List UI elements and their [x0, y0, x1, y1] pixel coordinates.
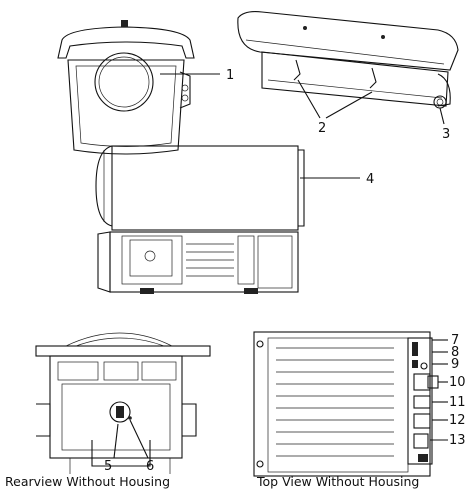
front-view-housing	[57, 20, 195, 155]
callout-9: 9	[451, 357, 459, 372]
callout-8: 8	[451, 345, 459, 360]
callout-2: 2	[318, 121, 326, 136]
callout-10: 10	[449, 375, 466, 390]
callout-6: 6	[146, 459, 154, 474]
caption-rearview: Rearview Without Housing	[5, 474, 170, 489]
callout-5: 5	[104, 459, 112, 474]
callout-3: 3	[442, 127, 450, 142]
callout-4: 4	[366, 172, 374, 187]
callout-1: 1	[226, 68, 234, 83]
leader-lines	[113, 73, 448, 459]
callout-12: 12	[449, 413, 466, 428]
side-view-housing	[237, 11, 459, 109]
top-view-without-housing	[253, 331, 439, 477]
callout-13: 13	[449, 433, 466, 448]
caption-topview: Top View Without Housing	[256, 474, 419, 489]
callout-7: 7	[451, 333, 459, 348]
rearview-without-housing	[35, 332, 211, 474]
open-housing-view	[95, 145, 305, 294]
callout-11: 11	[449, 395, 466, 410]
